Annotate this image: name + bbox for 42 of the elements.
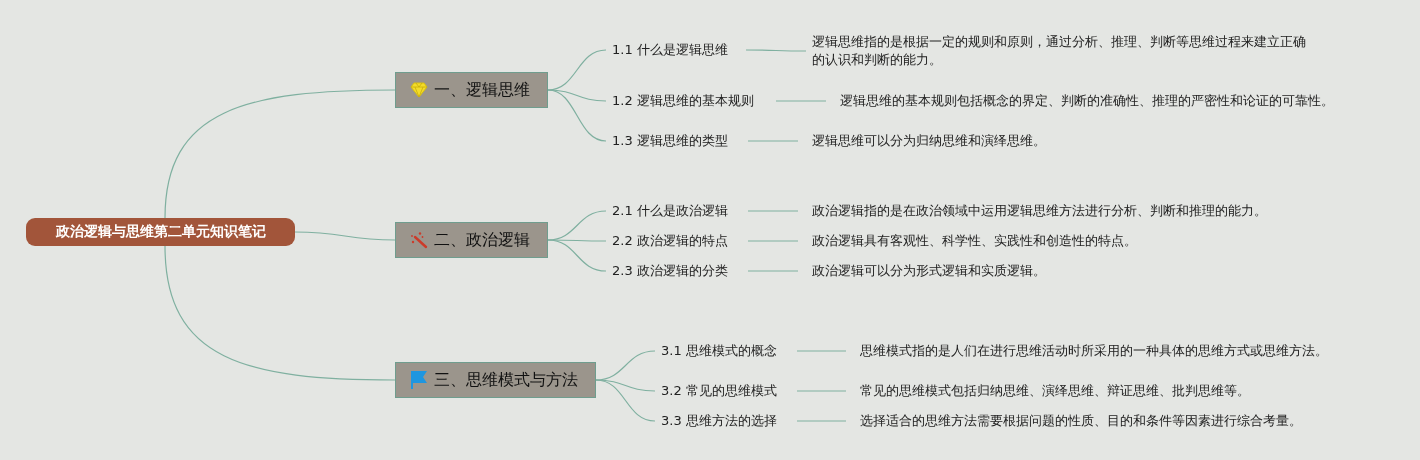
connector-line (547, 239, 607, 272)
topic-label: 二、政治逻辑 (434, 229, 530, 251)
description-text: 政治逻辑可以分为形式逻辑和实质逻辑。 (812, 262, 1046, 280)
subtopic-text: 3.2 常见的思维模式 (661, 382, 777, 400)
topic-box (395, 222, 548, 258)
subtopic-text: 3.1 思维模式的概念 (661, 342, 777, 360)
connector-line (164, 245, 396, 381)
connector-line (595, 379, 656, 422)
subtopic-text: 2.3 政治逻辑的分类 (612, 262, 728, 280)
description-text: 政治逻辑指的是在政治领域中运用逻辑思维方法进行分析、判断和推理的能力。 (812, 202, 1267, 220)
subtopic-text: 1.3 逻辑思维的类型 (612, 132, 728, 150)
description-text: 思维模式指的是人们在进行思维活动时所采用的一种具体的思维方式或思维方法。 (860, 342, 1328, 360)
connector-line (796, 420, 847, 422)
topic-label: 三、思维模式与方法 (434, 369, 578, 391)
connector-line (164, 89, 396, 219)
description-text: 逻辑思维可以分为归纳思维和演绎思维。 (812, 132, 1046, 150)
topic-box (395, 72, 548, 108)
connector-line (796, 350, 847, 352)
description-text: 选择适合的思维方法需要根据问题的性质、目的和条件等因素进行综合考量。 (860, 412, 1302, 430)
subtopic-text: 2.1 什么是政治逻辑 (612, 202, 728, 220)
connector-line (747, 270, 799, 272)
connector-line (595, 379, 656, 392)
connector-line (747, 140, 799, 142)
subtopic-text: 3.3 思维方法的选择 (661, 412, 777, 430)
subtopic-text: 1.2 逻辑思维的基本规则 (612, 92, 754, 110)
connector-line (747, 240, 799, 242)
topic-label: 一、逻辑思维 (434, 79, 530, 101)
connector-line (547, 89, 607, 102)
connector-line (796, 390, 847, 392)
connector-line (294, 231, 396, 241)
description-text: 逻辑思维的基本规则包括概念的界定、判断的准确性、推理的严密性和论证的可靠性。 (840, 92, 1334, 110)
connector-line (775, 100, 827, 102)
subtopic-text: 2.2 政治逻辑的特点 (612, 232, 728, 250)
description-text: 逻辑思维指的是根据一定的规则和原则，通过分析、推理、判断等思维过程来建立正确的认识和判断的能力。 (812, 33, 1307, 69)
description-text: 政治逻辑具有客观性、科学性、实践性和创造性的特点。 (812, 232, 1137, 250)
connector-line (547, 89, 607, 142)
central-topic: 政治逻辑与思维第二单元知识笔记 (26, 218, 295, 246)
description-text: 常见的思维模式包括归纳思维、演绎思维、辩证思维、批判思维等。 (860, 382, 1250, 400)
subtopic-text: 1.1 什么是逻辑思维 (612, 41, 728, 59)
connector-line (747, 210, 799, 212)
topic-box (395, 362, 596, 398)
connector-line (745, 49, 807, 52)
